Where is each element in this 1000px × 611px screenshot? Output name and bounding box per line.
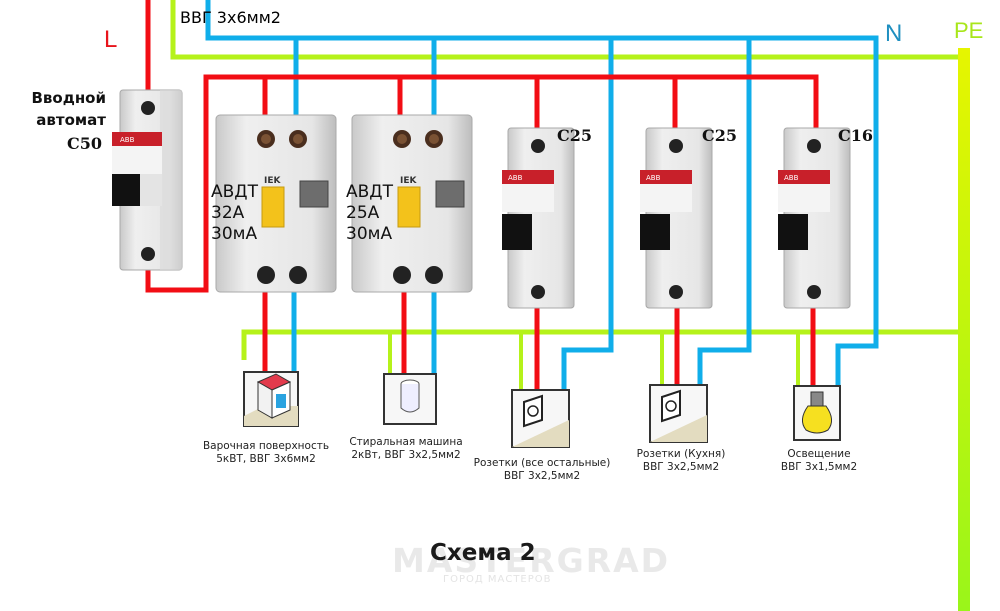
rcbo-2-leakage: 30мА (346, 224, 393, 244)
n-sockets-wire (561, 38, 614, 392)
neutral-wires (205, 0, 879, 392)
brand-text: ABB (784, 174, 799, 182)
load-name: Освещение (787, 448, 851, 460)
load-spec: 2кВт, ВВГ 3х2,5мм2 (351, 449, 461, 461)
rcbo-1-current: 32А (211, 203, 245, 223)
load-spec: ВВГ 3х2,5мм2 (503, 470, 581, 482)
main-breaker: ABB (112, 89, 183, 271)
pe-incoming-wire (170, 0, 965, 60)
watermark: MASTERGRAD (392, 541, 671, 580)
toggle-lever[interactable] (640, 214, 670, 250)
breaker-2: ABB (640, 127, 713, 309)
toggle-lever[interactable] (261, 186, 285, 228)
rcbo-1-label: АВДТ 32А 30мА (211, 182, 258, 245)
phase-wires (145, 0, 819, 392)
phase-label: L (104, 26, 118, 53)
breaker-1-rating: C25 (557, 126, 592, 145)
load-caption-kitchen: Розетки (Кухня) ВВГ 3х2,5мм2 (626, 448, 736, 474)
l-main-out-wire (145, 74, 819, 293)
test-button[interactable] (435, 180, 465, 208)
load-caption-light: Освещение ВВГ 3х1,5мм2 (764, 448, 874, 474)
light-bulb-icon (793, 385, 841, 441)
brand-text: IEK (400, 176, 417, 186)
terminal-screw (141, 101, 155, 115)
pe-bus-bar (958, 48, 970, 611)
main-breaker-label: Вводной автомат (24, 87, 106, 131)
rcbo-2-type: АВДТ (346, 182, 393, 202)
breaker-3-rating: C16 (838, 126, 873, 145)
n-kitchen-wire (697, 38, 752, 387)
pe-wires (170, 0, 965, 392)
rcbo-1-type: АВДТ (211, 182, 258, 202)
toggle-lever[interactable] (112, 174, 140, 206)
breaker-2-rating: C25 (702, 126, 737, 145)
load-spec: ВВГ 3х1,5мм2 (780, 461, 858, 473)
washing-machine-icon (383, 373, 437, 425)
brand-text: IEK (264, 176, 281, 186)
main-breaker-rating: C50 (67, 134, 102, 153)
brand-text: ABB (508, 174, 523, 182)
main-breaker-label-line1: Вводной (31, 89, 106, 107)
load-caption-washer: Стиральная машина 2кВт, ВВГ 3х2,5мм2 (344, 436, 468, 462)
toggle-lever[interactable] (397, 186, 421, 228)
rcbo-1-leakage: 30мА (211, 224, 258, 244)
brand-text: ABB (120, 136, 135, 144)
load-caption-cooktop: Варочная поверхность 5кВТ, ВВГ 3х6мм2 (196, 440, 336, 466)
rcbo-2-current: 25А (346, 203, 380, 223)
socket-icon (649, 384, 708, 443)
breaker-3: ABB (778, 127, 851, 309)
main-breaker-label-line2: автомат (36, 111, 106, 129)
socket-icon (511, 389, 570, 448)
load-spec: ВВГ 3х2,5мм2 (642, 461, 720, 473)
rcbo-2-label: АВДТ 25А 30мА (346, 182, 393, 245)
n-main-wire (205, 0, 879, 386)
watermark-subtitle: ГОРОД МАСТЕРОВ (443, 574, 552, 585)
load-name: Варочная поверхность (202, 440, 330, 452)
main-cable-label: ВВГ 3х6мм2 (180, 8, 281, 27)
neutral-label: N (885, 20, 903, 47)
pe-label: PE (954, 18, 984, 43)
cooktop-icon (243, 371, 299, 427)
load-caption-sockets: Розетки (все остальные) ВВГ 3х2,5мм2 (472, 457, 612, 483)
diagram-title: Схема 2 (430, 540, 536, 566)
load-name: Розетки (все остальные) (473, 457, 611, 469)
pe-distribution-wire (241, 329, 965, 360)
load-name: Розетки (Кухня) (636, 448, 726, 460)
rcbo-1: IEK (215, 114, 337, 293)
toggle-lever[interactable] (502, 214, 532, 250)
rcbo-2: IEK (351, 114, 473, 293)
brand-text: ABB (646, 174, 661, 182)
load-spec: 5кВТ, ВВГ 3х6мм2 (216, 453, 316, 465)
breaker-1: ABB (502, 127, 575, 309)
terminal-screw (141, 247, 155, 261)
toggle-lever[interactable] (778, 214, 808, 250)
test-button[interactable] (299, 180, 329, 208)
load-name: Стиральная машина (349, 436, 463, 448)
